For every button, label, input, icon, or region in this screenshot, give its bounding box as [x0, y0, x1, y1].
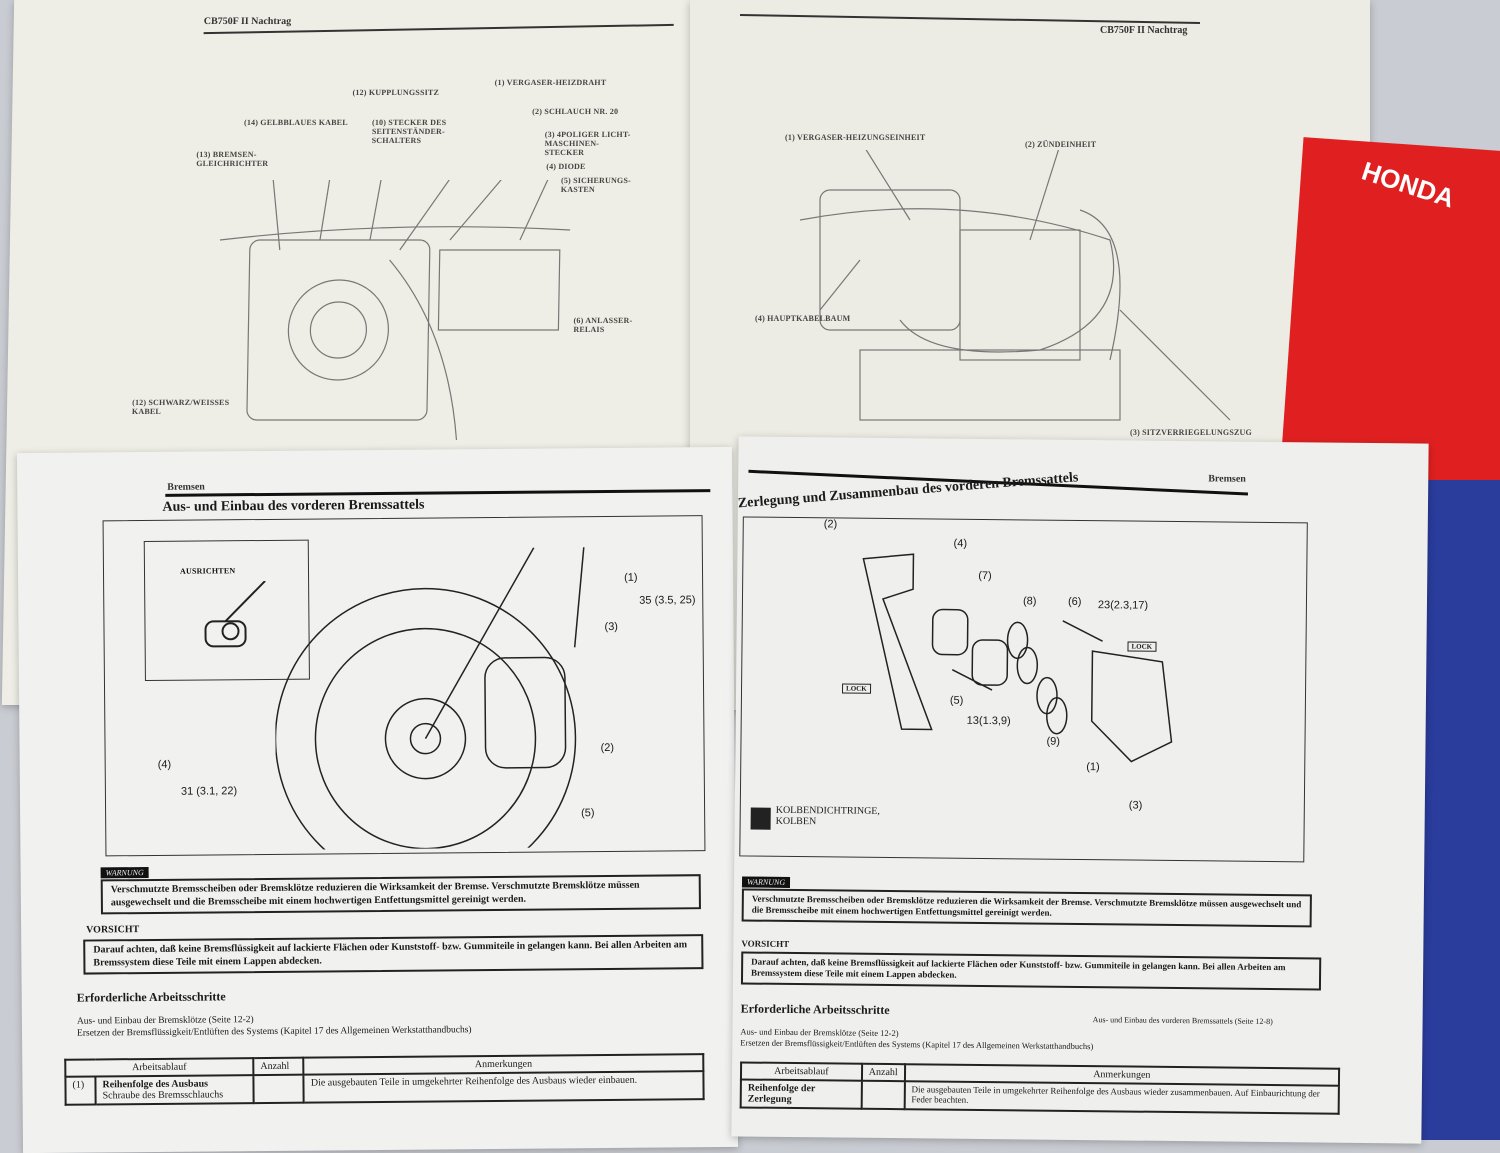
- col-header: Anzahl: [253, 1057, 304, 1076]
- callout: (5): [949, 694, 964, 707]
- header-rule: [740, 13, 1200, 25]
- diagram-frame: AUSRICHTEN (1) 35 (3.5, 25) (3) (2) (4) …: [102, 515, 706, 857]
- col-header: Arbeitsablauf: [740, 1062, 862, 1081]
- top-left-manual-page: CB750F II Nachtrag (1) VERGASER-HEIZDRAH…: [1, 0, 705, 705]
- callout: (12) KUPPLUNGSSITZ: [352, 88, 440, 97]
- wiring-diagram: [219, 180, 571, 441]
- inset-drawing: [204, 580, 266, 648]
- page-title: Aus- und Einbau des vorderen Bremssattel…: [162, 497, 425, 515]
- col-header: Arbeitsablauf: [65, 1058, 254, 1077]
- callout: (13) BREMSEN- GLEICHRICHTER: [196, 150, 269, 168]
- step-item: Ersetzen der Bremsflüssigkeit/Entlüften …: [740, 1037, 1094, 1052]
- section-label: Bremsen: [1208, 473, 1246, 485]
- callout: (3): [604, 620, 619, 634]
- remark: Die ausgebauten Teile in umgekehrter Rei…: [904, 1081, 1339, 1114]
- steps-title: Erforderliche Arbeitsschritte: [76, 989, 226, 1005]
- col-header: Anzahl: [861, 1063, 905, 1082]
- inset-frame: AUSRICHTEN: [143, 539, 310, 682]
- callout: (4): [953, 537, 968, 550]
- remark: Die ausgebauten Teile in umgekehrter Rei…: [303, 1071, 704, 1103]
- lock-label: LOCK: [841, 683, 871, 694]
- bottom-right-manual-page: Bremsen Zerlegung und Zusammenbau des vo…: [731, 436, 1429, 1144]
- callout: (4) DIODE: [546, 162, 586, 171]
- honda-logo: HONDA: [1358, 155, 1459, 214]
- legend-text: KOLBENDICHTRINGE, KOLBEN: [775, 804, 880, 828]
- callout: (5) SICHERUNGS- KASTEN: [560, 176, 631, 194]
- callout: (1): [1086, 761, 1100, 774]
- caution-label: VORSICHT: [86, 924, 140, 936]
- lock-label: LOCK: [1127, 641, 1157, 652]
- callout: (1) VERGASER-HEIZDRAHT: [494, 78, 607, 87]
- brake-disc-drawing: [274, 547, 585, 850]
- warning-badge: WARNUNG: [100, 866, 149, 879]
- caliper-exploded-drawing: [862, 553, 1173, 763]
- torque-value: 31 (3.1, 22): [180, 785, 238, 798]
- steps-list: Aus- und Einbau der Bremsklötze (Seite 1…: [740, 1026, 1093, 1052]
- callout: (2) SCHLAUCH NR. 20: [532, 107, 619, 116]
- row-number: (1): [65, 1076, 96, 1105]
- callout: (7): [978, 569, 992, 583]
- page-header: CB750F II Nachtrag: [1100, 25, 1188, 36]
- inset-label: AUSRICHTEN: [179, 566, 236, 576]
- steps-list: Aus- und Einbau der Bremsklötze (Seite 1…: [77, 1012, 472, 1040]
- step-item: Ersetzen der Bremsflüssigkeit/Entlüften …: [76, 1025, 472, 1039]
- callout: (2) ZÜNDEINHEIT: [1025, 140, 1097, 149]
- callout: (3) SITZVERRIEGELUNGSZUG: [1130, 428, 1252, 437]
- caution-label: VORSICHT: [741, 938, 790, 949]
- subheader: Reihenfolge des Ausbaus: [102, 1078, 209, 1091]
- subheader: Reihenfolge der Zerlegung: [740, 1079, 862, 1109]
- torque-value: 23(2.3,17): [1097, 599, 1149, 612]
- callout: (5): [581, 807, 595, 820]
- callout: (9): [1046, 735, 1061, 748]
- callout: (3): [1128, 799, 1143, 812]
- callout: (3) 4POLIGER LICHT- MASCHINEN- STECKER: [544, 130, 631, 157]
- callout: (2): [600, 741, 615, 755]
- warning-badge: WARNUNG: [741, 876, 791, 888]
- bottom-left-manual-page: Bremsen Aus- und Einbau des vorderen Bre…: [16, 446, 739, 1153]
- torque-value: 35 (3.5, 25): [639, 594, 696, 607]
- callout: (1): [624, 571, 638, 584]
- grease-icon: [750, 807, 771, 830]
- callout: (4) HAUPTKABELBAUM: [755, 314, 851, 323]
- steps-title: Erforderliche Arbeitsschritte: [740, 1001, 890, 1018]
- torque-value: 13(1.3,9): [966, 714, 1011, 728]
- page-header: CB750F II Nachtrag: [203, 16, 292, 27]
- wiring-diagram: [799, 150, 1231, 421]
- row-item: Schraube des Bremsschlauchs: [102, 1089, 224, 1102]
- warning-box: Verschmutzte Bremsscheiben oder Bremsklö…: [100, 874, 701, 915]
- callout: (14) GELBBLAUES KABEL: [243, 118, 348, 127]
- callout: (12) SCHWARZ/WEISSES KABEL: [131, 398, 230, 416]
- caution-box: Darauf achten, daß keine Bremsflüssigkei…: [740, 951, 1322, 991]
- section-label: Bremsen: [167, 481, 205, 493]
- callout: (6) ANLASSER- RELAIS: [573, 316, 633, 334]
- callout: (8): [1022, 595, 1037, 608]
- callout: (1) VERGASER-HEIZUNGSEINHEIT: [785, 133, 926, 142]
- header-rule: [165, 489, 711, 497]
- step-item: Aus- und Einbau des vorderen Bremssattel…: [1092, 1015, 1273, 1027]
- callout: (10) STECKER DES SEITENSTÄNDER- SCHALTER…: [371, 118, 447, 145]
- callout: (2): [823, 518, 838, 531]
- warning-box: Verschmutzte Bremsscheiben oder Bremsklö…: [741, 888, 1312, 927]
- caution-box: Darauf achten, daß keine Bremsflüssigkei…: [83, 934, 704, 975]
- diagram-frame: (2) (4) (7) (8) (6) 23(2.3,17) (5) 13(1.…: [739, 516, 1308, 863]
- callout: (6): [1067, 595, 1082, 609]
- callout: (4): [157, 758, 172, 771]
